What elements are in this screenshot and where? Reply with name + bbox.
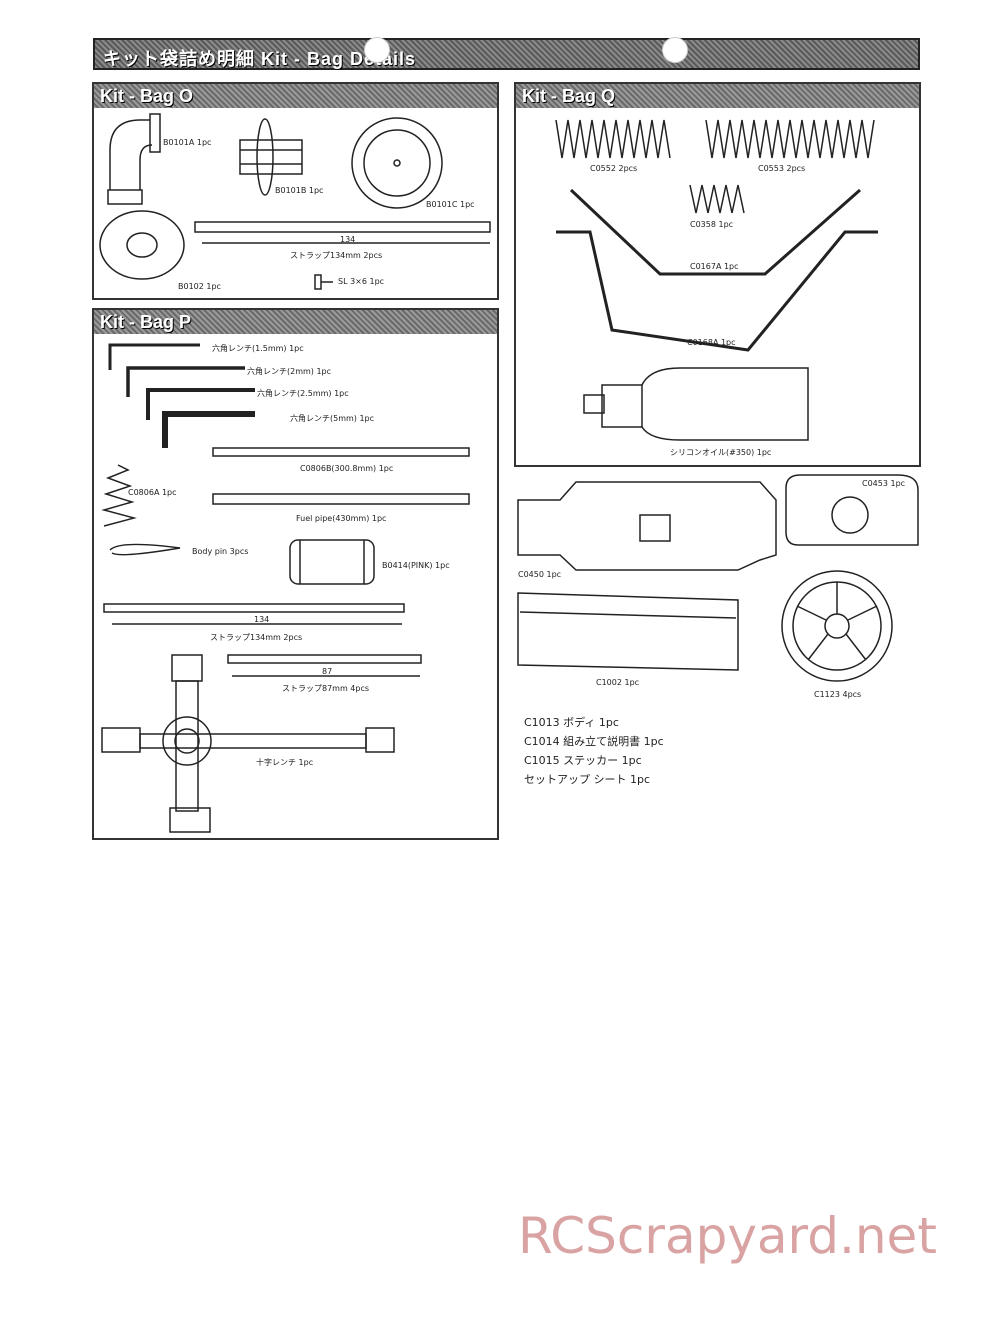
cross-wrench-illustration <box>101 654 395 833</box>
spring-c0806a <box>101 464 137 527</box>
label-c0450: C0450 1pc <box>518 570 562 579</box>
elbow-fitting-illustration <box>107 113 161 205</box>
spool-illustration <box>239 118 303 196</box>
label-silicone-oil: シリコンオイル(#350) 1pc <box>670 448 772 457</box>
label-c0453: C0453 1pc <box>862 479 906 488</box>
bar-c0168a <box>556 230 878 352</box>
label-c0806b: C0806B(300.8mm) 1pc <box>300 464 394 473</box>
panel-header: Kit - Bag Q <box>516 84 919 108</box>
hex-wrench-1 <box>108 343 200 370</box>
panel-bag-p: Kit - Bag P <box>92 308 499 840</box>
label-c0552: C0552 2pcs <box>590 164 638 173</box>
fuel-tank-c0453 <box>785 474 919 546</box>
bar-c0167a <box>569 188 861 276</box>
tube-b0414 <box>289 539 375 585</box>
list-item-c1014: C1014 組み立て説明書 1pc <box>524 735 664 748</box>
strap-illustration <box>194 221 491 233</box>
label-b0101c: B0101C 1pc <box>426 200 475 209</box>
label-hex2: 六角レンチ(2mm) 1pc <box>247 367 332 376</box>
spring-c0358 <box>689 184 745 214</box>
label-body-pin: Body pin 3pcs <box>192 547 249 556</box>
disc-illustration <box>351 117 443 209</box>
label-hex15: 六角レンチ(1.5mm) 1pc <box>212 344 304 353</box>
flat-disc-illustration <box>99 210 185 280</box>
dimension-134: 134 <box>340 235 356 244</box>
panel-title: Kit - Bag O <box>100 86 193 106</box>
punch-hole <box>662 37 688 63</box>
watermark: RCScrapyard.net <box>518 1207 937 1265</box>
strap-87 <box>227 654 422 664</box>
label-strap-134: ストラップ134mm 2pcs <box>210 633 303 642</box>
page-title: キット袋詰め明細 Kit - Bag Details <box>103 49 417 69</box>
panel-header: Kit - Bag O <box>94 84 497 108</box>
body-pin <box>109 543 181 556</box>
oil-bottle-illustration <box>583 367 809 441</box>
label-strap: ストラップ134mm 2pcs <box>290 251 383 260</box>
rod-c0806b <box>212 447 470 457</box>
hex-wrench-2 <box>126 366 245 397</box>
label-hex25: 六角レンチ(2.5mm) 1pc <box>257 389 349 398</box>
label-fuel-pipe: Fuel pipe(430mm) 1pc <box>296 514 387 523</box>
label-c0358: C0358 1pc <box>690 220 734 229</box>
spring-c0552 <box>555 119 671 159</box>
label-hex5: 六角レンチ(5mm) 1pc <box>290 414 375 423</box>
fuel-pipe <box>212 493 470 505</box>
chassis-c0450 <box>517 481 777 571</box>
panel-title: Kit - Bag P <box>100 312 192 332</box>
label-c0167a: C0167A 1pc <box>690 262 739 271</box>
panel-bag-q: Kit - Bag Q <box>514 82 921 467</box>
label-strap-87: ストラップ87mm 4pcs <box>282 684 370 693</box>
dimension-87: 87 <box>322 667 333 676</box>
label-b0101a: B0101A 1pc <box>163 138 212 147</box>
screw-illustration <box>314 274 333 290</box>
wing-c1002 <box>517 592 739 671</box>
panel-header: Kit - Bag P <box>94 310 497 334</box>
hex-wrench-4 <box>162 411 255 448</box>
panel-title: Kit - Bag Q <box>522 86 615 106</box>
label-b0101b: B0101B 1pc <box>275 186 324 195</box>
label-b0414: B0414(PINK) 1pc <box>382 561 450 570</box>
dimension-134: 134 <box>254 615 270 624</box>
label-c0806a: C0806A 1pc <box>128 488 177 497</box>
spring-c0553 <box>705 119 875 159</box>
list-item-setup-sheet: セットアップ シート 1pc <box>524 773 651 786</box>
label-c1002: C1002 1pc <box>596 678 640 687</box>
label-c0553: C0553 2pcs <box>758 164 806 173</box>
label-c1123: C1123 4pcs <box>814 690 862 699</box>
page-header-banner: キット袋詰め明細 Kit - Bag Details <box>93 38 920 70</box>
label-c0168a: C0168A 1pc <box>687 338 736 347</box>
list-item-c1015: C1015 ステッカー 1pc <box>524 754 642 767</box>
label-b0102: B0102 1pc <box>178 282 221 291</box>
label-cross-wrench: 十字レンチ 1pc <box>256 758 314 767</box>
strap-134 <box>103 603 405 613</box>
hex-wrench-3 <box>146 388 255 420</box>
list-item-c1013: C1013 ボディ 1pc <box>524 716 619 729</box>
punch-hole <box>364 37 390 63</box>
label-screw: SL 3×6 1pc <box>338 277 385 286</box>
wheel-c1123 <box>781 570 893 682</box>
